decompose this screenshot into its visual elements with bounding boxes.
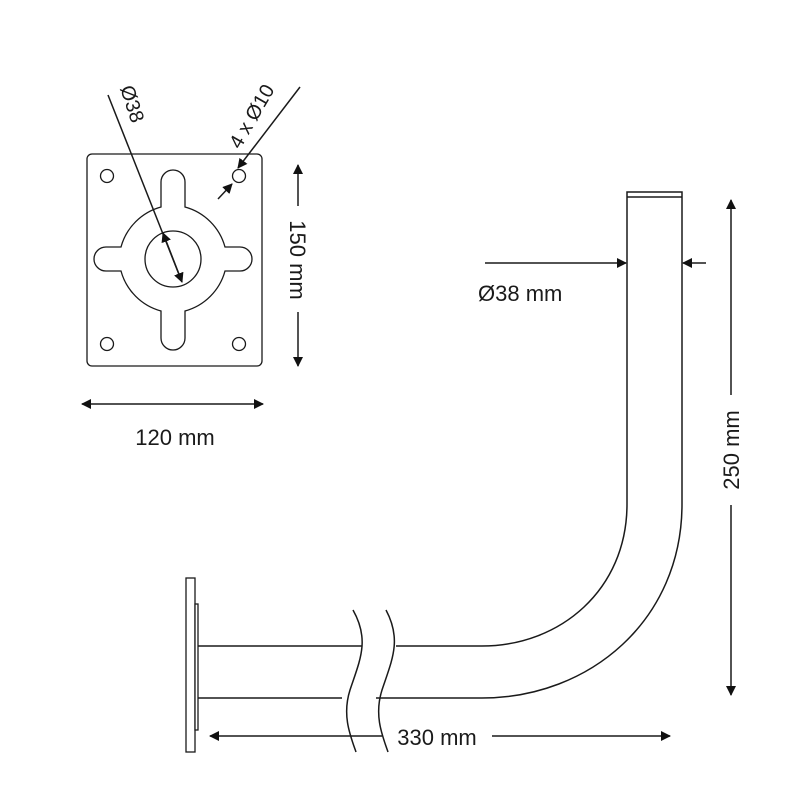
wall-plate	[185, 577, 196, 753]
bracket-length-label: 330 mm	[397, 725, 476, 750]
bolt-hole	[231, 336, 247, 352]
plate-width-label: 120 mm	[135, 425, 214, 450]
plate-hole-diameter-label: Ø38	[115, 83, 148, 126]
break-line	[377, 609, 396, 753]
tube-body	[376, 191, 683, 699]
bracket-tube	[185, 191, 683, 753]
break-line	[345, 609, 363, 753]
bracket-height-label: 250 mm	[719, 410, 744, 489]
bolt-hole-arrow	[217, 183, 233, 200]
wall-plate-backing	[194, 603, 199, 731]
bolt-hole	[231, 168, 247, 184]
bolt-holes-label: 4 x Ø10	[225, 81, 279, 153]
plate-height-label: 150 mm	[285, 220, 310, 299]
bolt-hole-leader	[237, 86, 301, 169]
tube-diameter-label: Ø38 mm	[478, 281, 562, 306]
bolt-hole	[99, 336, 115, 352]
mounting-plate: Ø38 4 x Ø10	[86, 81, 301, 367]
bolt-hole	[99, 168, 115, 184]
hole-diameter-arrow	[161, 232, 184, 283]
